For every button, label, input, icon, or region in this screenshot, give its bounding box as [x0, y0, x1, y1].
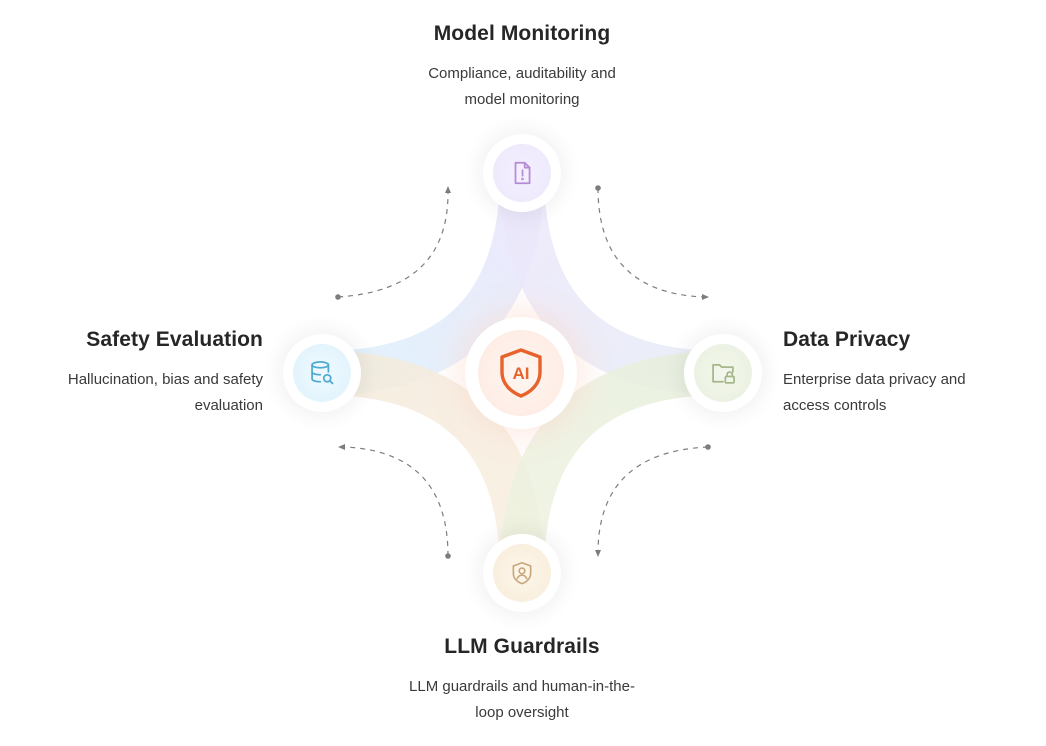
document-alert-icon	[514, 161, 531, 185]
model-monitoring-description: Compliance, auditability and model monit…	[392, 61, 652, 113]
model-monitoring-desc-line2: model monitoring	[464, 91, 580, 108]
folder-lock-icon	[712, 363, 735, 384]
data-privacy-title: Data Privacy	[783, 328, 911, 351]
data-privacy-desc-line1: Enterprise data privacy and	[783, 371, 966, 388]
arrow-bottom-right	[597, 446, 709, 551]
arrow-bottom-left	[344, 446, 449, 557]
data-privacy-description: Enterprise data privacy and access contr…	[783, 367, 1023, 419]
arrow-top-left	[337, 192, 449, 298]
user-shield-icon	[512, 561, 532, 585]
llm-guardrails-desc-line1: LLM guardrails and human-in-the-	[409, 678, 635, 695]
safety-evaluation-node	[283, 334, 361, 412]
safety-evaluation-description: Hallucination, bias and safety evaluatio…	[3, 367, 263, 419]
model-monitoring-title: Model Monitoring	[433, 22, 611, 45]
ai-core-node: AI	[465, 317, 577, 429]
safety-evaluation-title: Safety Evaluation	[86, 328, 263, 351]
llm-guardrails-node	[483, 534, 561, 612]
safety-evaluation-desc-line1: Hallucination, bias and safety	[67, 371, 263, 388]
llm-guardrails-desc-line2: loop oversight	[475, 704, 569, 721]
ai-shield-icon: AI	[500, 348, 542, 398]
database-search-icon	[311, 361, 334, 385]
arrow-top-right	[597, 187, 704, 298]
model-monitoring-node	[483, 134, 561, 212]
llm-guardrails-description: LLM guardrails and human-in-the- loop ov…	[382, 674, 662, 726]
ai-label: AI	[513, 364, 530, 383]
model-monitoring-desc-line1: Compliance, auditability and	[428, 65, 616, 82]
data-privacy-node	[684, 334, 762, 412]
data-privacy-desc-line2: access controls	[783, 397, 887, 414]
safety-evaluation-desc-line2: evaluation	[194, 397, 263, 414]
llm-guardrails-title: LLM Guardrails	[444, 635, 600, 658]
